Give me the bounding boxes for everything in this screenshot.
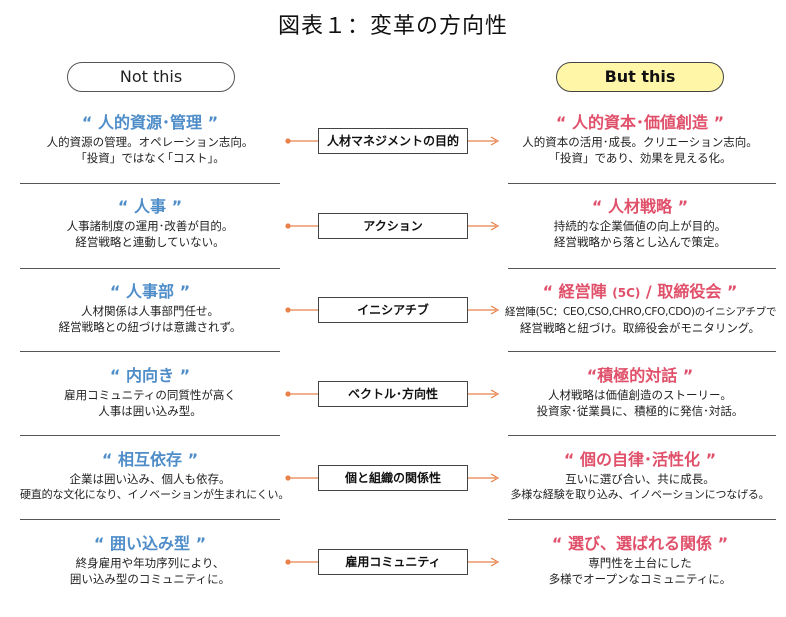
not-this-item: “ 人事 ” 人事諸制度の運用･改善が目的。 経営戦略と連動していない。 [20,196,280,250]
but-this-item: “ 人的資本･価値創造 ” 人的資本の活用･成長。クリエーション志向。 「投資」… [505,112,775,166]
not-this-desc-line: 雇用コミュニティの同質性が高く [64,388,236,402]
but-this-heading: “ 経営陣 (5C) / 取締役会 ” [505,281,775,304]
row-divider [20,519,280,520]
connector-arrow-icon [285,473,500,483]
but-this-item: “ 経営陣 (5C) / 取締役会 ” 経営陣(5C：CEO,CSO,CHRO,… [505,281,777,336]
row-divider [508,268,776,269]
not-this-heading: “ 人事部 ” [109,282,191,301]
not-this-item: “ 囲い込み型 ” 終身雇用や年功序列により、 囲い込み型のコミュニティに。 [20,533,280,587]
but-this-desc-line: 「投資」であり、効果を見える化。 [548,151,732,165]
connector: 人材マネジメントの目的 [282,128,504,156]
but-this-desc-line: 人材戦略は価値創造のストーリー。 [548,388,732,402]
but-this-item: “ 人材戦略 ” 持続的な企業価値の向上が目的。 経営戦略から落とし込んで策定。 [505,196,775,250]
connector-label: 個と組織の関係性 [318,465,468,491]
but-this-heading: “ 人材戦略 ” [505,196,775,218]
but-this-heading-text: “ 選び、選ばれる関係 ” [551,534,729,553]
not-this-desc-line: 囲い込み型のコミュニティに。 [69,572,231,586]
connector-arrow-icon [285,557,500,567]
connector-label: 人材マネジメントの目的 [318,128,468,154]
comparison-row: “ 人事 ” 人事諸制度の運用･改善が目的。 経営戦略と連動していない。 アクシ… [0,196,786,280]
not-this-item: “ 相互依存 ” 企業は囲い込み、個人も依存。 硬直的な文化になり、イノベーショ… [20,449,290,503]
not-this-desc-line: 人事は囲い込み型。 [98,404,202,418]
not-this-desc-line: 硬直的な文化になり、イノベーションが生まれにくい。 [20,488,290,501]
but-this-heading-end: / 取締役会 ” [640,282,738,301]
but-this-desc-line: 経営戦略と紐づけ。取締役会がモニタリング。 [519,321,760,335]
but-this-heading-sub: (5C) [612,286,641,300]
but-this-heading-text: “ 人的資本･価値創造 ” [555,113,725,132]
row-divider [508,351,776,352]
but-this-desc-line: 多様でオープンなコミュニティに。 [548,572,732,586]
but-this-desc-line: 経営陣(5C：CEO,CSO,CHRO,CFO,CDO)のイニシアチブで [505,306,777,318]
row-divider [20,183,280,184]
not-this-desc-line: 人的資源の管理。オペレーション志向。 [46,135,254,149]
connector: 個と組織の関係性 [282,465,504,493]
not-this-desc-line: 「投資」ではなく｢コスト｣。 [75,151,225,165]
not-this-desc-line: 終身雇用や年功序列により、 [75,556,225,570]
but-this-heading: “ 選び、選ばれる関係 ” [505,533,775,555]
not-this-heading: “ 内向き ” [109,366,191,385]
connector: 雇用コミュニティ [282,549,504,577]
connector-label: ベクトル･方向性 [318,381,468,407]
but-this-item: “ 個の自律･活性化 ” 互いに選び合い、共に成長。 多様な経験を取り込み、イノ… [505,449,775,503]
connector: イニシアチブ [282,297,504,325]
comparison-row: “ 人事部 ” 人材関係は人事部門任せ。 経営戦略との紐づけは意識されず。 イニ… [0,281,786,365]
not-this-heading: “ 人事 ” [117,197,183,216]
but-this-desc-line: 投資家･従業員に、積極的に発信･対話。 [536,404,744,418]
not-this-item: “ 人事部 ” 人材関係は人事部門任せ。 経営戦略との紐づけは意識されず。 [20,281,280,335]
but-this-desc-line: 人的資本の活用･成長。クリエーション志向。 [522,135,758,149]
not-this-desc-line: 経営戦略との紐づけは意識されず。 [58,320,242,334]
but-this-desc-line: 多様な経験を取り込み、イノベーションにつなげる。 [510,488,770,501]
but-this-heading-text: “ 経営陣 [542,282,613,301]
but-this-desc-line: 互いに選び合い、共に成長。 [565,472,715,486]
connector-label: アクション [318,213,468,239]
not-this-heading: “ 相互依存 ” [101,450,199,469]
comparison-row: “ 囲い込み型 ” 終身雇用や年功序列により、 囲い込み型のコミュニティに。 雇… [0,533,786,617]
but-this-desc-line: 専門性を土台にした [588,556,692,570]
but-this-heading: “積極的対話 ” [505,365,775,387]
but-this-label: But this [556,62,724,92]
but-this-item: “ 選び、選ばれる関係 ” 専門性を土台にした 多様でオープンなコミュニティに。 [505,533,775,587]
connector-arrow-icon [285,221,500,231]
not-this-desc-line: 企業は囲い込み、個人も依存。 [69,472,231,486]
connector-arrow-icon [285,305,500,315]
row-divider [508,183,776,184]
connector-label: 雇用コミュニティ [318,549,468,575]
row-divider [20,268,280,269]
connector-arrow-icon [285,389,500,399]
but-this-heading-text: “積極的対話 ” [586,366,694,385]
not-this-label: Not this [67,62,235,92]
connector: ベクトル･方向性 [282,381,504,409]
row-divider [508,519,776,520]
but-this-desc-line: 経営戦略から落とし込んで策定。 [554,235,726,249]
row-divider [20,351,280,352]
but-this-heading: “ 個の自律･活性化 ” [505,449,775,471]
but-this-heading-text: “ 個の自律･活性化 ” [563,450,717,469]
connector-arrow-icon [285,136,500,146]
not-this-heading: “ 人的資源･管理 ” [81,113,219,132]
not-this-item: “ 人的資源･管理 ” 人的資源の管理。オペレーション志向。 「投資」ではなく｢… [20,112,280,166]
comparison-row: “ 内向き ” 雇用コミュニティの同質性が高く 人事は囲い込み型。 ベクトル･方… [0,365,786,449]
comparison-row: “ 人的資源･管理 ” 人的資源の管理。オペレーション志向。 「投資」ではなく｢… [0,112,786,196]
not-this-desc-line: 人事諸制度の運用･改善が目的。 [66,219,234,233]
not-this-heading: “ 囲い込み型 ” [93,534,207,553]
comparison-row: “ 相互依存 ” 企業は囲い込み、個人も依存。 硬直的な文化になり、イノベーショ… [0,449,786,533]
page-title: 図表１：変革の方向性 [277,14,508,39]
connector-label: イニシアチブ [318,297,468,323]
not-this-item: “ 内向き ” 雇用コミュニティの同質性が高く 人事は囲い込み型。 [20,365,280,419]
but-this-item: “積極的対話 ” 人材戦略は価値創造のストーリー。 投資家･従業員に、積極的に発… [505,365,775,419]
connector: アクション [282,213,504,241]
not-this-desc-line: 人材関係は人事部門任せ。 [81,304,219,318]
but-this-desc-line: 持続的な企業価値の向上が目的。 [553,219,727,233]
not-this-desc-line: 経営戦略と連動していない。 [75,235,225,249]
row-divider [20,435,280,436]
row-divider [508,435,776,436]
but-this-heading-text: “ 人材戦略 ” [591,197,689,216]
but-this-heading: “ 人的資本･価値創造 ” [505,112,775,134]
